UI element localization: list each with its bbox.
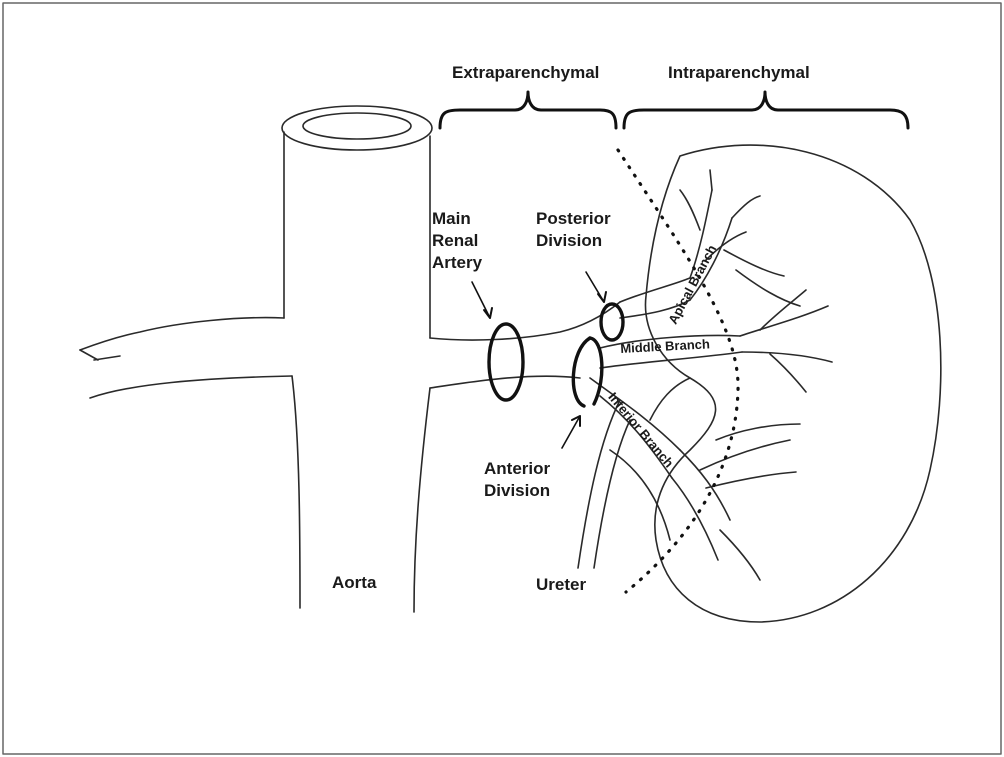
- main-renal-artery-label: Main Renal Artery: [432, 208, 482, 274]
- kidney-outline: [645, 145, 940, 622]
- clamp-rings: [489, 304, 623, 406]
- ureter-label: Ureter: [536, 574, 586, 596]
- intraparenchymal-label: Intraparenchymal: [668, 62, 810, 84]
- anterior-division-label: Anterior Division: [484, 458, 550, 502]
- main-renal-artery-vessel: [430, 302, 620, 388]
- aorta-vessel: [80, 106, 432, 612]
- posterior-division-label: Posterior Division: [536, 208, 611, 252]
- label-arrows: [472, 272, 606, 448]
- extraparenchymal-label: Extraparenchymal: [452, 62, 599, 84]
- parenchyma-boundary-line: [618, 150, 738, 592]
- extraparenchymal-bracket: [440, 92, 616, 128]
- intraparenchymal-bracket: [624, 92, 908, 128]
- aorta-label: Aorta: [332, 572, 376, 594]
